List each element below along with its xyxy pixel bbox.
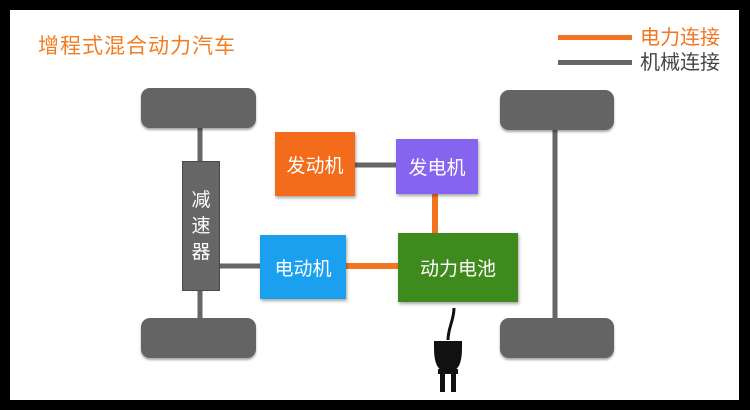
- front-left-wheel: [141, 88, 256, 128]
- reducer-box: 减速器: [182, 161, 220, 291]
- legend-electric-label: 电力连接: [640, 25, 720, 49]
- rear-left-wheel: [500, 90, 614, 130]
- battery-label: 动力电池: [419, 258, 496, 280]
- engine-label: 发动机: [286, 154, 344, 177]
- diagram-canvas: 增程式混合动力汽车 电力连接 机械连接 减速器 发动机 发电机 电动机 动力电池: [10, 10, 739, 400]
- motor-box: 电动机: [260, 235, 346, 299]
- legend-electric: 电力连接: [558, 25, 720, 49]
- plug-cable: [446, 307, 456, 341]
- engine-box: 发动机: [275, 132, 355, 196]
- motor-label: 电动机: [274, 257, 332, 280]
- generator-label: 发电机: [408, 157, 466, 179]
- legend-mechanical-swatch: [558, 59, 632, 65]
- legend-mechanical: 机械连接: [558, 50, 720, 74]
- battery-box: 动力电池: [398, 233, 518, 302]
- front-right-wheel: [141, 318, 256, 358]
- generator-box: 发电机: [396, 139, 478, 194]
- power-plug-icon: [434, 341, 462, 392]
- reducer-label: 减速器: [191, 189, 211, 263]
- diagram-title: 增程式混合动力汽车: [38, 34, 236, 58]
- rear-right-wheel: [500, 318, 614, 358]
- legend-mechanical-label: 机械连接: [640, 50, 720, 74]
- legend-electric-swatch: [558, 34, 632, 40]
- connection-lines: [197, 110, 558, 392]
